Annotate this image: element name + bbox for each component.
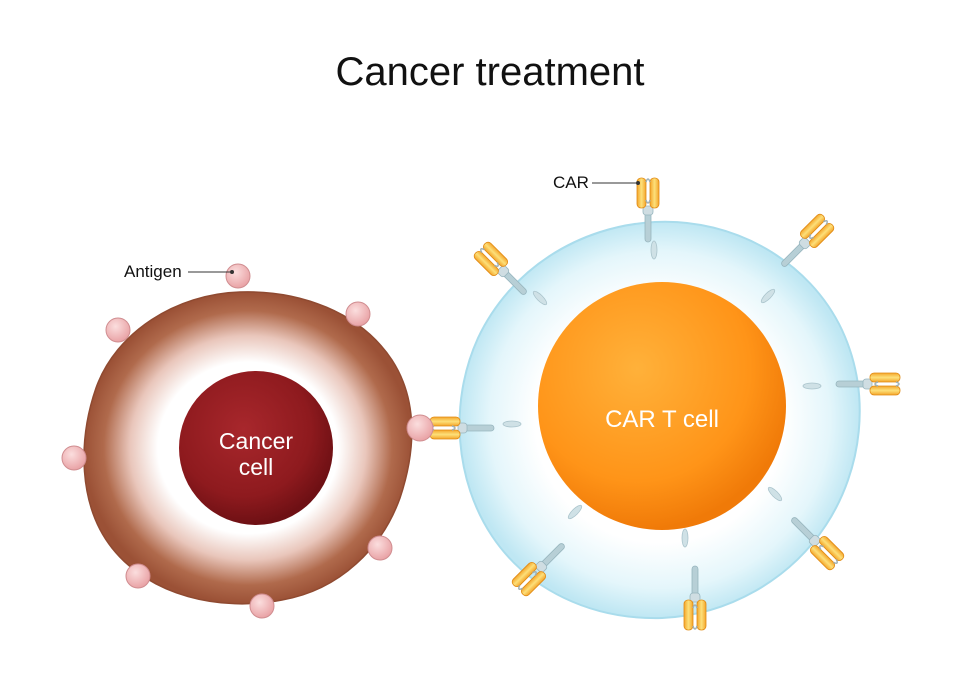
car-t-cell-label: CAR T cell bbox=[605, 406, 719, 433]
cancer-cell-label-line2: cell bbox=[238, 454, 274, 480]
cancer-cell-label-line1: Cancer bbox=[218, 428, 294, 454]
antigen-callout-dot bbox=[230, 270, 234, 274]
car-callout-dot bbox=[636, 181, 640, 185]
cancer-cell bbox=[61, 263, 434, 619]
cancer-cell-nucleus bbox=[179, 371, 333, 525]
antigen-label: Antigen bbox=[124, 262, 182, 281]
car-label: CAR bbox=[553, 173, 589, 192]
cancer-cell-label: Cancer cell bbox=[196, 428, 316, 480]
membrane-anchors bbox=[502, 240, 822, 548]
car-t-cell bbox=[429, 177, 901, 631]
diagram-title: Cancer treatment bbox=[335, 50, 645, 94]
car-t-cell-nucleus bbox=[538, 282, 786, 530]
